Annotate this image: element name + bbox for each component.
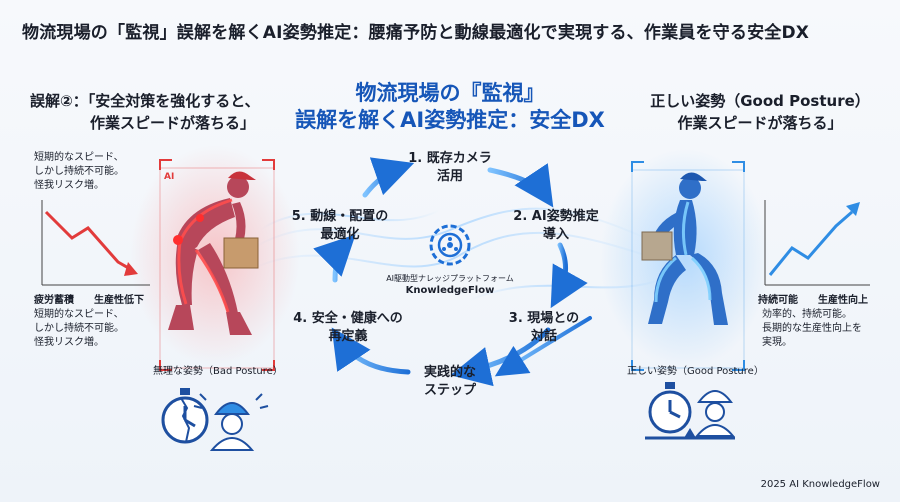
bad-posture-label: 無理な姿勢（Bad Posture） bbox=[153, 366, 283, 377]
left-heading: 誤解②：「安全対策を強化すると、 作業スピードが落ちる」 bbox=[30, 90, 330, 134]
footer-credit: 2025 AI KnowledgeFlow bbox=[760, 479, 880, 490]
hub-caption: AI駆動型ナレッジプラットフォーム KnowledgeFlow bbox=[380, 273, 520, 297]
right-note: 効率的、持続可能。 長期的な生産性向上を 実現。 bbox=[762, 309, 862, 348]
stopwatch-broken-icon bbox=[161, 388, 209, 444]
cycle-arrow-label: 実践的な ステップ bbox=[423, 365, 476, 398]
cycle-step-4: 4. 安全・健康への 再定義 bbox=[293, 311, 403, 344]
center-title-line1: 物流現場の『監視』 bbox=[355, 81, 545, 105]
left-chart-label-fatigue: 疲労蓄積 bbox=[34, 295, 74, 306]
left-note-bottom: 短期的なスピード、 しかし持続不可能。 怪我リスク増。 bbox=[34, 309, 124, 348]
right-chart-label-productivity: 生産性向上 bbox=[818, 295, 868, 306]
page-title: 物流現場の「監視」誤解を解くAI姿勢推定：腰痛予防と動線最適化で実現する、作業員… bbox=[22, 23, 810, 43]
hub-caption-big: KnowledgeFlow bbox=[405, 285, 495, 296]
rising-chart bbox=[764, 200, 870, 286]
balance-scale-icon bbox=[645, 428, 735, 440]
stopwatch-icon bbox=[648, 382, 692, 434]
bad-posture-figure bbox=[130, 145, 300, 371]
right-heading-line2: 作業スピードが落ちる」 bbox=[677, 114, 843, 132]
stressed-worker-icon bbox=[193, 393, 269, 451]
cycle-step-3: 3. 現場との 対話 bbox=[508, 311, 580, 344]
declining-chart bbox=[41, 200, 150, 286]
cycle-arrows bbox=[313, 157, 592, 387]
ai-tag: AI bbox=[164, 172, 175, 182]
right-heading: 正しい姿勢（Good Posture） 作業スピードが落ちる」 bbox=[640, 90, 880, 134]
cycle-step-1: 1. 既存カメラ 活用 bbox=[408, 151, 492, 184]
good-posture-label: 正しい姿勢（Good Posture） bbox=[627, 366, 764, 377]
balanced-worker-icon bbox=[694, 390, 736, 437]
left-chart-label-productivity: 生産性低下 bbox=[94, 295, 144, 306]
center-title: 物流現場の『監視』 誤解を解くAI姿勢推定：安全DX bbox=[270, 80, 630, 134]
cycle-step-2: 2. AI姿勢推定 導入 bbox=[513, 209, 599, 242]
good-posture-figure bbox=[600, 148, 770, 371]
right-heading-line1: 正しい姿勢（Good Posture） bbox=[650, 92, 870, 110]
left-note-top: 短期的なスピード、 しかし持続不可能。 怪我リスク増。 bbox=[34, 152, 124, 191]
left-heading-line2: 作業スピードが落ちる」 bbox=[90, 114, 256, 132]
right-chart-label-sustainable: 持続可能 bbox=[758, 295, 798, 306]
gear-network-icon bbox=[429, 224, 471, 266]
cycle-step-5: 5. 動線・配置の 最適化 bbox=[291, 209, 389, 242]
hub-caption-small: AI駆動型ナレッジプラットフォーム bbox=[386, 274, 514, 283]
left-heading-line1: 誤解②：「安全対策を強化すると、 bbox=[30, 92, 260, 110]
center-title-line2: 誤解を解くAI姿勢推定：安全DX bbox=[295, 108, 605, 132]
